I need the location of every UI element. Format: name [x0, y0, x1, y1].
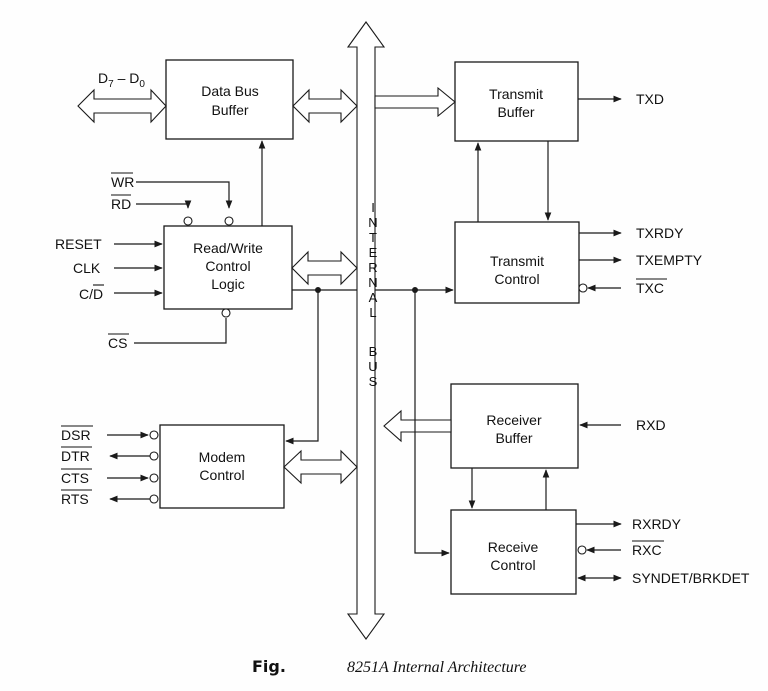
cs-inversion-bubble — [221, 308, 231, 318]
bus-letter: I — [371, 200, 375, 215]
clk-label: CLK — [73, 260, 101, 276]
bus-to-transmit-buffer-arrow — [374, 86, 456, 118]
transmit-control-block — [454, 221, 580, 304]
dsr-inversion-bubble — [149, 430, 159, 440]
figure-label: Fig. — [252, 657, 286, 676]
cts-label: CTS — [61, 470, 89, 486]
block-label: Control — [490, 557, 535, 573]
txc-label: TXC — [636, 280, 664, 296]
wr-inversion-bubble — [224, 216, 234, 226]
dtr-label: DTR — [61, 448, 90, 464]
syndet-label: SYNDET/BRKDET — [632, 570, 750, 586]
rts-inversion-bubble — [149, 494, 159, 504]
rd-line — [136, 200, 192, 209]
bus-letter: N — [368, 215, 377, 230]
cs-line — [134, 318, 227, 344]
bus-letter: E — [369, 245, 378, 260]
block-label: Logic — [211, 276, 244, 292]
rxd-label: RXD — [636, 417, 666, 433]
receive-control-block — [450, 509, 577, 595]
wr-label: WR — [111, 174, 134, 190]
wr-line — [136, 181, 233, 209]
transmit-buffer-block — [454, 61, 579, 142]
figure-caption: 8251A Internal Architecture — [347, 659, 527, 676]
reset-label: RESET — [55, 236, 102, 252]
txrdy-label: TXRDY — [636, 225, 684, 241]
txd-label: TXD — [636, 91, 664, 107]
rxc-inversion-bubble — [577, 545, 587, 555]
data-bus-external-arrow — [77, 88, 167, 124]
modem-control-bus-arrow — [283, 449, 358, 485]
read-write-control-block — [163, 225, 293, 310]
bus-letter: U — [368, 359, 377, 374]
internal-bus-arrow — [346, 21, 386, 640]
block-label: Buffer — [497, 104, 534, 120]
block-label: Control — [494, 271, 539, 287]
rxrdy-label: RXRDY — [632, 516, 682, 532]
block-label: Transmit — [490, 253, 544, 269]
data-bus-buffer-block — [165, 59, 294, 140]
block-label: Read/Write — [193, 240, 263, 256]
bus-letter: R — [368, 260, 377, 275]
internal-bus-label: I N T E R N A L B U S — [368, 200, 377, 389]
block-label: Control — [199, 467, 244, 483]
block-label: Receive — [488, 539, 539, 555]
rd-label: RD — [111, 196, 131, 212]
block-label: Buffer — [495, 430, 532, 446]
cs-label: CS — [108, 335, 127, 351]
data-buffer-bus-arrow — [292, 88, 358, 124]
data-lines-label: D7 – D0 — [98, 70, 145, 90]
cts-inversion-bubble — [149, 473, 159, 483]
receiver-buffer-to-bus-arrow — [383, 409, 452, 443]
dsr-label: DSR — [61, 427, 91, 443]
rw-control-bus-arrow — [291, 250, 358, 286]
txempty-label: TXEMPTY — [636, 252, 703, 268]
block-label: Buffer — [211, 102, 248, 118]
block-label: Control — [205, 258, 250, 274]
block-label: Modem — [199, 449, 246, 465]
rd-inversion-bubble — [183, 216, 193, 226]
block-label: Data Bus — [201, 83, 259, 99]
cd-label: C/D — [79, 286, 103, 302]
bus-letter: S — [369, 374, 378, 389]
rxc-label: RXC — [632, 542, 662, 558]
bus-letter: L — [369, 305, 376, 320]
block-label: Transmit — [489, 86, 543, 102]
block-label: Receiver — [486, 412, 542, 428]
modem-control-block — [159, 424, 285, 509]
rts-label: RTS — [61, 491, 89, 507]
txc-inversion-bubble — [578, 283, 588, 293]
bus-letter: A — [369, 290, 378, 305]
bus-letter: N — [368, 275, 377, 290]
control-to-modem-line — [285, 290, 319, 445]
dtr-inversion-bubble — [149, 451, 159, 461]
bus-letter: B — [369, 344, 378, 359]
receiver-buffer-block — [450, 383, 579, 469]
control-to-receive-line — [414, 290, 450, 557]
bus-letter: T — [369, 230, 377, 245]
